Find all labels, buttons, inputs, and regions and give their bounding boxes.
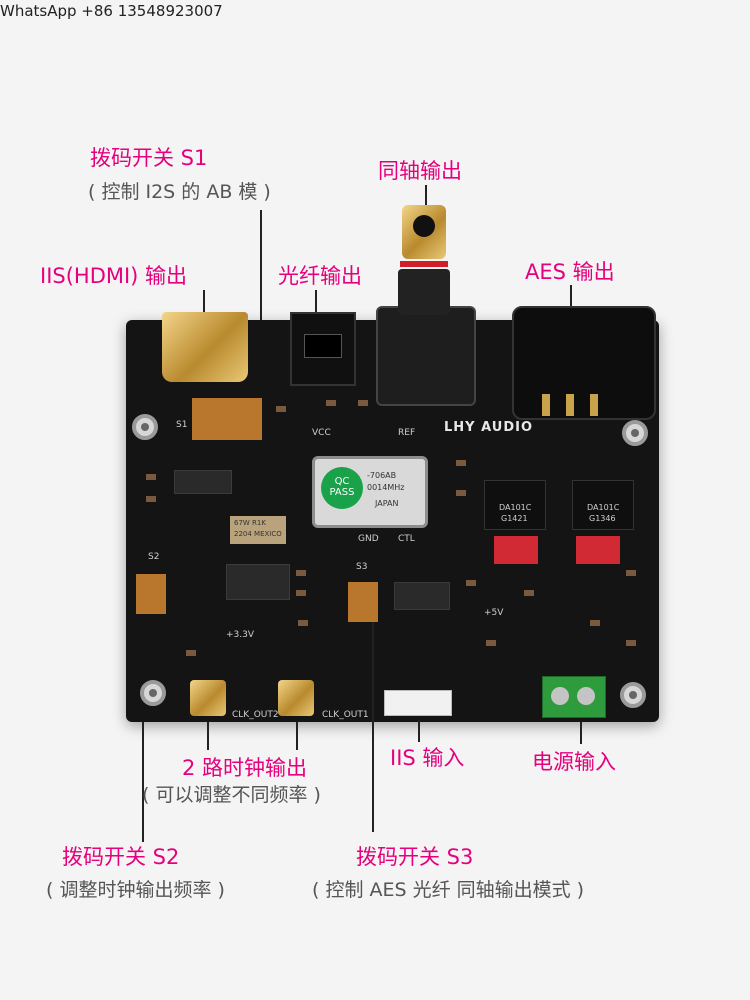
mount-hole bbox=[140, 680, 166, 706]
label-s2: 拨码开关 S2 bbox=[62, 845, 180, 869]
sma-connector-clk1 bbox=[278, 680, 314, 716]
rca-jack bbox=[398, 205, 450, 315]
qc-text: QC bbox=[334, 476, 350, 487]
osc-text: 0014MHz bbox=[367, 483, 405, 492]
ic-chip bbox=[394, 582, 450, 610]
pointer-line-s3 bbox=[372, 622, 374, 832]
rca-base bbox=[376, 306, 476, 406]
red-relay bbox=[494, 536, 538, 564]
mount-hole bbox=[622, 420, 648, 446]
label-iis-in: IIS 输入 bbox=[390, 746, 465, 770]
silk-s3: S3 bbox=[356, 562, 368, 572]
iis-input-header bbox=[384, 690, 452, 716]
silk-ref: REF bbox=[398, 428, 416, 438]
chip-text: G1421 bbox=[501, 514, 528, 523]
silk-plus5: +5V bbox=[484, 608, 504, 618]
watermark-text: WhatsApp +86 13548923007 bbox=[0, 2, 223, 20]
pointer-line-optical bbox=[315, 290, 317, 312]
label-optical-out: 光纤输出 bbox=[278, 264, 362, 288]
label-s1-sub: ( 控制 I2S 的 AB 模 ) bbox=[88, 181, 271, 203]
pointer-line-iis bbox=[418, 720, 420, 742]
label-clock-out-sub: ( 可以调整不同频率 ) bbox=[142, 784, 321, 806]
silk-gnd: GND bbox=[358, 534, 379, 544]
chip-text: DA101C bbox=[499, 503, 532, 512]
silk-plus33: +3.3V bbox=[226, 630, 255, 640]
label-power-in: 电源输入 bbox=[532, 750, 616, 774]
dip-switch-s1 bbox=[192, 398, 262, 440]
label-s1: 拨码开关 S1 bbox=[90, 146, 208, 170]
silk-ctl: CTL bbox=[398, 534, 415, 544]
osc-text: -706AB bbox=[367, 471, 397, 480]
pointer-line-hdmi bbox=[203, 290, 205, 315]
pointer-line-clk1 bbox=[296, 722, 298, 750]
dip-switch-s3 bbox=[348, 582, 378, 622]
red-relay bbox=[576, 536, 620, 564]
silk-vcc: VCC bbox=[312, 428, 331, 438]
ic-chip-labeled: 67W R1K 2204 MEXICO bbox=[230, 516, 286, 544]
pointer-line-s2 bbox=[142, 722, 144, 842]
silk-clk2: CLK_OUT2 bbox=[232, 710, 279, 720]
ic-text: 2204 MEXICO bbox=[234, 530, 282, 538]
ic-chip bbox=[226, 564, 290, 600]
label-clock-out: 2 路时钟输出 bbox=[182, 756, 308, 780]
osc-text: JAPAN bbox=[375, 499, 399, 508]
transformer-2: DA101C G1346 bbox=[572, 480, 634, 530]
mount-hole bbox=[132, 414, 158, 440]
label-aes-out: AES 输出 bbox=[525, 260, 615, 284]
ic-chip bbox=[174, 470, 232, 494]
label-coax-out: 同轴输出 bbox=[378, 159, 462, 183]
qc-sticker: QC PASS bbox=[321, 467, 363, 509]
pointer-line-aes bbox=[570, 285, 572, 307]
transformer-1: DA101C G1421 bbox=[484, 480, 546, 530]
ic-text: 67W R1K bbox=[234, 519, 266, 527]
chip-text: DA101C bbox=[587, 503, 620, 512]
oscillator: QC PASS -706AB 0014MHz JAPAN bbox=[312, 456, 428, 528]
label-s3-sub: ( 控制 AES 光纤 同轴输出模式 ) bbox=[312, 879, 585, 901]
pointer-line-power bbox=[580, 722, 582, 744]
label-s3: 拨码开关 S3 bbox=[356, 845, 474, 869]
pass-text: PASS bbox=[329, 487, 355, 498]
label-iis-hdmi-out: IIS(HDMI) 输出 bbox=[40, 264, 188, 288]
mount-hole bbox=[620, 682, 646, 708]
sma-connector-clk2 bbox=[190, 680, 226, 716]
power-terminal bbox=[542, 676, 606, 718]
xlr-connector bbox=[512, 306, 656, 420]
chip-text: G1346 bbox=[589, 514, 616, 523]
dip-switch-s2 bbox=[136, 574, 166, 614]
pointer-line-clk2 bbox=[207, 722, 209, 750]
pointer-line-coax bbox=[425, 185, 427, 205]
pcb-board: S1 QC PASS -706AB 0014MHz JAPAN LHY AUDI… bbox=[126, 306, 659, 722]
label-s2-sub: ( 调整时钟输出频率 ) bbox=[46, 879, 225, 901]
silk-s2: S2 bbox=[148, 552, 160, 562]
silk-s1: S1 bbox=[176, 420, 188, 430]
silk-clk1: CLK_OUT1 bbox=[322, 710, 369, 720]
optical-connector bbox=[290, 312, 356, 386]
hdmi-connector bbox=[162, 312, 248, 382]
brand-text: LHY AUDIO bbox=[444, 420, 533, 435]
